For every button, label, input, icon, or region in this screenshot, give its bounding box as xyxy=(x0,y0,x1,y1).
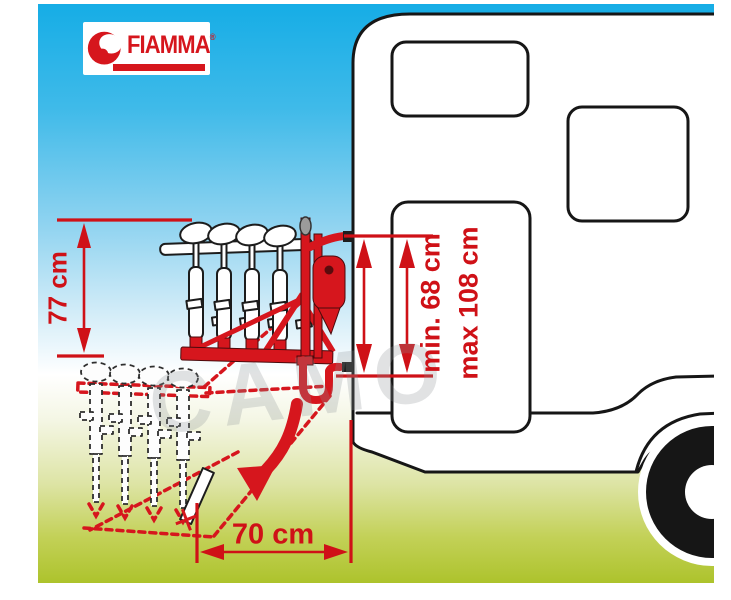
fiamma-swoosh-icon xyxy=(87,31,122,65)
rack-height-label: 77 cm xyxy=(42,251,73,325)
mount-max-label: max 108 cm xyxy=(453,226,484,380)
linkage-dash-mid xyxy=(204,384,332,395)
brand-wordmark: FIAMMA® xyxy=(127,31,216,59)
registered-mark: ® xyxy=(209,32,216,42)
rear-wheel-tire xyxy=(646,426,714,558)
ghost-rail xyxy=(75,381,212,399)
support-brace-long xyxy=(190,297,301,354)
linkage-dash-left xyxy=(88,450,240,532)
fold-down-arrow xyxy=(237,398,303,501)
dimension-rack-height xyxy=(57,218,192,358)
belt-line xyxy=(355,374,714,415)
side-window xyxy=(566,105,690,223)
housing-lower-arm xyxy=(317,307,341,336)
lift-housing xyxy=(312,255,346,311)
rear-top-window xyxy=(390,40,530,118)
mount-min-label: min. 68 cm xyxy=(415,233,446,373)
fiamma-logo: FIAMMA® xyxy=(83,22,215,75)
base-rail xyxy=(180,346,334,365)
dimension-swing-depth xyxy=(195,420,353,563)
lower-wall-fitting xyxy=(342,362,353,372)
adjustment-knob xyxy=(299,216,312,236)
rear-wheel-hub xyxy=(685,465,714,519)
vehicle xyxy=(351,12,714,566)
dimension-mount-height xyxy=(336,234,433,378)
ghost-bottom-rail xyxy=(82,526,216,539)
support-strut xyxy=(175,466,215,531)
bike-rack-raised-position xyxy=(159,216,354,404)
swing-depth-label: 70 cm xyxy=(231,518,315,551)
wheel-arch-line xyxy=(634,411,714,474)
lower-hook-tube xyxy=(299,356,344,404)
logo-underline xyxy=(113,64,205,71)
housing-hole xyxy=(324,265,334,275)
